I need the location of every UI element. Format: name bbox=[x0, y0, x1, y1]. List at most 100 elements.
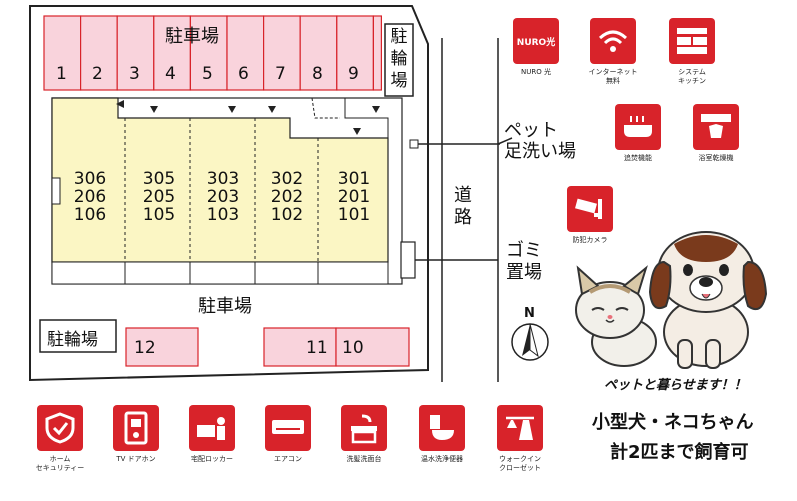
building-notch bbox=[118, 97, 389, 138]
feature-washlet-toilet: 温水洗浄便器 bbox=[414, 405, 470, 464]
unit-number: 205 bbox=[142, 187, 176, 207]
unit-column-306: 306 206 106 bbox=[60, 170, 120, 224]
cat-illustration bbox=[575, 265, 657, 367]
unit-column-303: 303 203 103 bbox=[192, 170, 254, 224]
parking-slot-label: 11 bbox=[306, 338, 328, 358]
bike-parking-top-label: 駐 輪 場 bbox=[390, 27, 408, 91]
pet-wash-marker bbox=[409, 139, 419, 149]
parking-slot-label: 7 bbox=[275, 64, 286, 84]
closet-icon bbox=[497, 405, 543, 451]
parking-top-slot-numbers: 1 2 3 4 5 6 7 8 9 bbox=[44, 64, 384, 88]
pet-policy-line2: 計2匹まで飼育可 bbox=[610, 442, 749, 463]
feature-label: インターネット 無料 bbox=[588, 68, 638, 85]
pet-policy-line1: 小型犬・ネコちゃん bbox=[592, 412, 754, 433]
parking-slot-label: 12 bbox=[134, 338, 156, 358]
parking-slot-label: 1 bbox=[56, 64, 67, 84]
unit-number: 306 bbox=[73, 169, 107, 189]
pet-illustration bbox=[575, 231, 768, 369]
bike-parking-bottom-label: 駐輪場 bbox=[47, 330, 98, 350]
feature-security-camera: 防犯カメラ bbox=[562, 186, 618, 245]
unit-number: 102 bbox=[270, 205, 304, 225]
intercom-icon bbox=[113, 405, 159, 451]
wifi-icon bbox=[590, 18, 636, 64]
unit-number: 101 bbox=[337, 205, 371, 225]
delivery-locker-icon bbox=[189, 405, 235, 451]
aircon-icon bbox=[265, 405, 311, 451]
parking-slot-11 bbox=[263, 327, 337, 367]
nuro-badge-text: NURO光 bbox=[516, 37, 556, 48]
feature-wash-basin: 洗髪洗面台 bbox=[336, 405, 392, 464]
parking-slot bbox=[79, 15, 118, 91]
unit-number: 302 bbox=[270, 169, 304, 189]
feature-label: 防犯カメラ bbox=[572, 236, 608, 244]
bike-parking-bottom-area bbox=[39, 319, 117, 353]
unit-number: 301 bbox=[337, 169, 371, 189]
bath-icon bbox=[615, 104, 661, 150]
unit-number: 105 bbox=[142, 205, 176, 225]
garbage-marker bbox=[400, 241, 416, 279]
site-map bbox=[29, 5, 500, 382]
bike-parking-top-area bbox=[384, 23, 414, 97]
north-label: N bbox=[524, 306, 535, 321]
feature-air-conditioner: エアコン bbox=[260, 405, 316, 464]
feature-walk-in-closet: ウォークイン クローゼット bbox=[492, 405, 548, 473]
feature-label: 洗髪洗面台 bbox=[346, 455, 382, 463]
unit-number: 206 bbox=[73, 187, 107, 207]
feature-label: NURO 光 bbox=[521, 68, 551, 76]
compass-icon bbox=[511, 323, 549, 361]
parking-slot-label: 2 bbox=[92, 64, 103, 84]
feature-label: エアコン bbox=[274, 455, 302, 463]
dryer-icon bbox=[693, 104, 739, 150]
unit-column-305: 305 205 105 bbox=[128, 170, 190, 224]
parking-slot-12 bbox=[125, 327, 199, 367]
feature-kitchen: システム キッチン bbox=[664, 18, 720, 86]
parking-slot-label: 4 bbox=[165, 64, 176, 84]
feature-label: ウォークイン クローゼット bbox=[499, 455, 541, 472]
pet-slogan: ペットと暮らせます！！ bbox=[604, 378, 747, 393]
feature-label: 浴室乾燥機 bbox=[698, 154, 734, 162]
feature-label: 温水洗浄便器 bbox=[421, 455, 463, 463]
feature-label: システム キッチン bbox=[678, 68, 706, 85]
garbage-label: ゴミ 置場 bbox=[506, 240, 542, 283]
feature-tv-intercom: TV ドアホン bbox=[108, 405, 164, 464]
home-security-icon bbox=[37, 405, 83, 451]
road-label: 道 路 bbox=[454, 185, 472, 228]
parking-slot-label: 5 bbox=[202, 64, 213, 84]
dog-illustration bbox=[648, 231, 768, 369]
feature-label: 追焚機能 bbox=[624, 154, 652, 162]
kitchen-icon bbox=[669, 18, 715, 64]
unit-number: 201 bbox=[337, 187, 371, 207]
nuro-icon: NURO光 bbox=[513, 18, 559, 64]
parking-bottom-label: 駐車場 bbox=[198, 296, 252, 317]
feature-bath-dryer: 浴室乾燥機 bbox=[688, 104, 744, 163]
parking-top bbox=[43, 15, 382, 91]
parking-top-label: 駐車場 bbox=[165, 26, 219, 47]
parking-slot bbox=[226, 15, 265, 91]
feature-label: 宅配ロッカー bbox=[191, 455, 233, 463]
feature-internet: インターネット 無料 bbox=[585, 18, 641, 86]
unit-number: 303 bbox=[206, 169, 240, 189]
pet-wash-leader bbox=[498, 137, 513, 145]
north-compass: N bbox=[508, 306, 552, 362]
unit-number: 203 bbox=[206, 187, 240, 207]
unit-number: 106 bbox=[73, 205, 107, 225]
pet-wash-label: ペット 足洗い場 bbox=[504, 120, 576, 162]
parking-slot-label: 8 bbox=[312, 64, 323, 84]
parking-slot-label: 3 bbox=[129, 64, 140, 84]
parking-slot-label: 10 bbox=[342, 338, 364, 358]
feature-nuro: NURO光 NURO 光 bbox=[508, 18, 564, 77]
feature-reheat-bath: 追焚機能 bbox=[610, 104, 666, 163]
parking-slot-10 bbox=[335, 327, 410, 367]
feature-label: ホーム セキュリティー bbox=[35, 455, 85, 472]
parking-slot-label: 9 bbox=[348, 64, 359, 84]
camera-icon bbox=[567, 186, 613, 232]
unit-column-302: 302 202 102 bbox=[256, 170, 318, 224]
parking-slot bbox=[189, 15, 228, 91]
feature-delivery-locker: 宅配ロッカー bbox=[184, 405, 240, 464]
feature-label: TV ドアホン bbox=[116, 455, 156, 463]
unit-column-301: 301 201 101 bbox=[322, 170, 386, 224]
unit-number: 103 bbox=[206, 205, 240, 225]
toilet-icon bbox=[419, 405, 465, 451]
parking-slot bbox=[263, 15, 301, 91]
feature-home-security: ホーム セキュリティー bbox=[32, 405, 88, 473]
